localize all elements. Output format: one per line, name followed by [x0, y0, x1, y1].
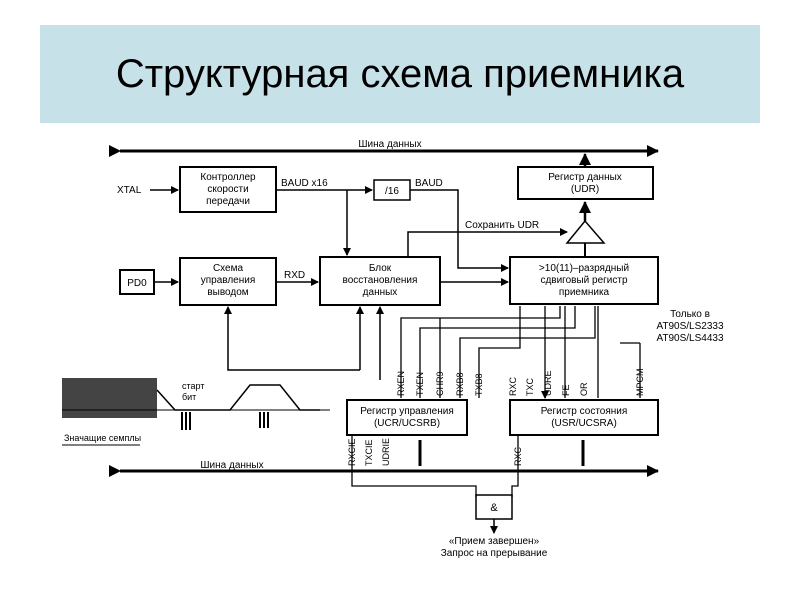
- ucr-block: [346, 399, 468, 436]
- save-udr-label: Сохранить UDR: [465, 220, 539, 231]
- bit-txen: TXEN: [415, 372, 425, 396]
- recovery-label-3: данных: [363, 287, 398, 298]
- bit-chr9: CHR9: [435, 371, 445, 396]
- samples-label: Значащие семплы: [64, 433, 141, 443]
- title-band: Структурная схема приемника: [40, 25, 760, 123]
- bit-mpcm: MPCM: [635, 369, 645, 397]
- udr-block: [517, 166, 654, 200]
- baud-label: BAUD: [415, 178, 443, 189]
- shift-register-label-3: приемника: [559, 287, 610, 298]
- recovery-block: [319, 256, 441, 306]
- bit-rxc: RXC: [508, 376, 518, 396]
- pin-control-label-1: Схема: [213, 263, 244, 274]
- pin-control-label-2: управления: [201, 275, 256, 286]
- bit-txb8: TXB8: [474, 373, 484, 396]
- baud-controller-label-1: Контроллер: [200, 172, 256, 183]
- bit-rxen: RXEN: [396, 371, 406, 396]
- div16-label: /16: [385, 186, 399, 197]
- only-in-label-2: AT90S/LS2333: [656, 321, 724, 332]
- shift-register-label-2: сдвиговый регистр: [540, 275, 628, 286]
- shift-register-block: [509, 256, 659, 305]
- baud-x16-label: BAUD x16: [281, 178, 328, 189]
- pin-control-label-3: выводом: [207, 287, 248, 298]
- page-title: Структурная схема приемника: [115, 52, 685, 96]
- bit-rxb8: RXB8: [455, 372, 465, 396]
- usr-label-2: (USR/UCSRA): [551, 418, 617, 429]
- udr-label-1: Регистр данных: [548, 172, 622, 183]
- bottom-bus-label: Шина данных: [200, 460, 263, 471]
- baud-controller-label-2: скорости: [207, 184, 248, 195]
- bit-label: бит: [182, 392, 196, 402]
- usr-label-1: Регистр состояния: [541, 406, 628, 417]
- xtal-label: XTAL: [117, 185, 142, 196]
- waveform: [62, 378, 330, 446]
- udr-label-2: (UDR): [571, 184, 599, 195]
- ucr-label-1: Регистр управления: [360, 406, 454, 417]
- start-label: старт: [182, 381, 204, 391]
- usr-block: [509, 399, 659, 436]
- buffer-triangle: [565, 219, 606, 244]
- bit-txcie: TXCIE: [364, 439, 374, 466]
- ucr-label-2: (UCR/UCSRB): [374, 418, 440, 429]
- rxd-label: RXD: [284, 270, 305, 281]
- top-bus-label: Шина данных: [358, 139, 421, 150]
- recovery-label-2: восстановления: [343, 275, 418, 286]
- only-in-label-3: AT90S/LS4433: [656, 333, 724, 344]
- and-gate-label: &: [490, 502, 498, 514]
- recovery-label-1: Блок: [369, 263, 392, 274]
- only-in-label-1: Только в: [670, 309, 710, 320]
- pd0-label: PD0: [127, 278, 147, 289]
- bit-or: OR: [579, 382, 589, 396]
- bit-rxc-low: RXC: [513, 446, 523, 466]
- bit-udre: UDRE: [543, 370, 553, 396]
- baud-controller-label-3: передачи: [206, 196, 250, 207]
- rx-complete-label: «Прием завершен»: [449, 536, 540, 547]
- shift-register-label-1: >10(11)–разрядный: [539, 263, 629, 274]
- bit-udrie: UDRIE: [381, 438, 391, 466]
- interrupt-request-label: Запрос на прерывание: [441, 548, 548, 559]
- bit-fe: FE: [561, 384, 571, 396]
- bit-rxcie: RXCIE: [347, 438, 357, 466]
- bit-txc: TXC: [525, 377, 535, 396]
